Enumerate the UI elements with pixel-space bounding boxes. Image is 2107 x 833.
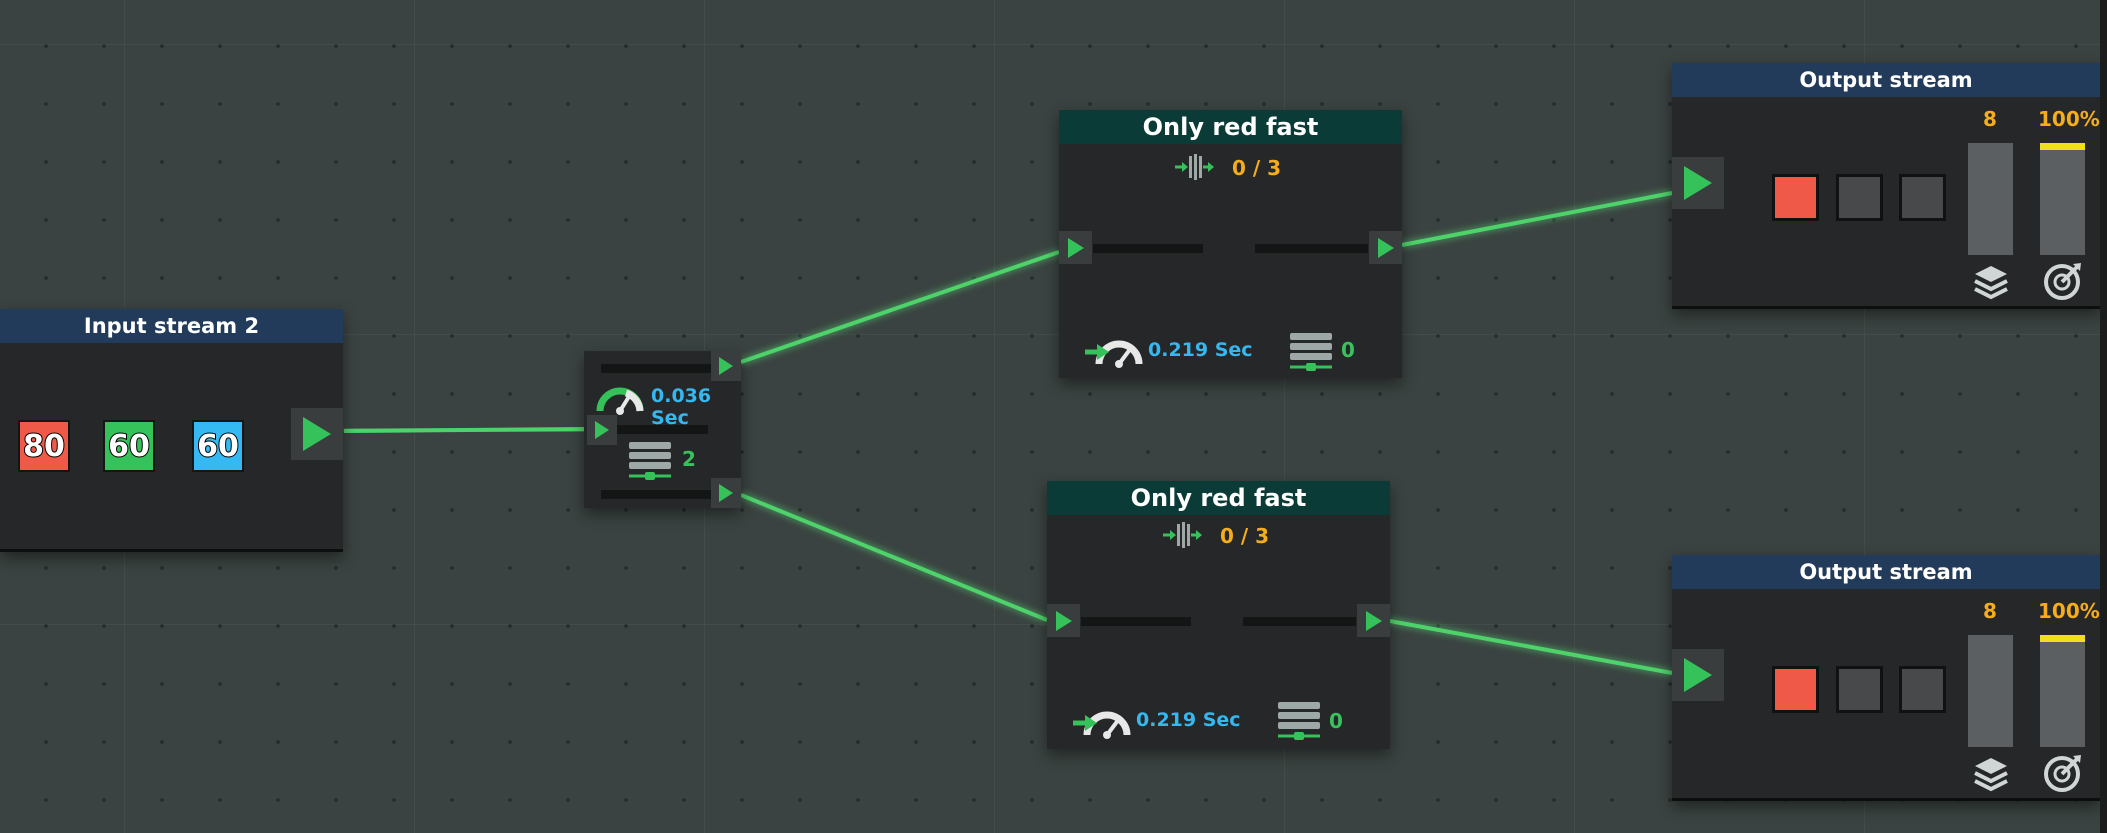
input-stream-node[interactable]: Input stream 2 80 60 60 — [0, 309, 343, 552]
value-chip-green: 60 — [103, 420, 155, 472]
filter-counter: 0 / 3 — [1220, 524, 1270, 548]
output-item-count: 8 — [1983, 107, 1997, 131]
output-stream-title: Output stream — [1672, 63, 2100, 97]
output-node-input-port[interactable] — [1672, 157, 1724, 209]
play-icon — [1684, 166, 1712, 200]
output-slot-3 — [1899, 174, 1946, 221]
play-icon — [1067, 237, 1084, 258]
filter-lane-right — [1255, 244, 1368, 253]
node-bottom-border — [0, 549, 343, 552]
arrow-barrier-icon — [1163, 522, 1202, 548]
speedometer-icon — [596, 387, 644, 415]
play-icon — [595, 421, 609, 439]
filter-lane-left — [1093, 244, 1203, 253]
output-port[interactable] — [291, 408, 343, 460]
layers-icon — [1974, 266, 2008, 300]
output-percent: 100% — [2038, 599, 2100, 623]
node-bottom-border — [1672, 798, 2100, 801]
output-slot-1 — [1772, 666, 1819, 713]
target-icon — [2044, 755, 2081, 792]
wire-splitter-to-filter-top — [739, 247, 1061, 367]
output-progress-bar — [2040, 143, 2085, 255]
queue-stack-icon — [1278, 702, 1320, 740]
wire-splitter-to-filter-bottom — [739, 490, 1049, 625]
splitter-lane-top — [601, 364, 711, 373]
filter-input-port[interactable] — [1047, 604, 1080, 637]
output-progress-bar — [2040, 635, 2085, 747]
wire-input-to-splitter — [343, 424, 591, 436]
output-slot-1 — [1772, 174, 1819, 221]
filter-queue-count: 0 — [1341, 338, 1355, 362]
filter-input-port[interactable] — [1059, 231, 1092, 264]
splitter-output-port-bottom[interactable] — [711, 478, 741, 508]
input-stream-title: Input stream 2 — [0, 309, 343, 343]
filter-lane-left — [1081, 617, 1191, 626]
output-slot-2 — [1836, 666, 1883, 713]
play-icon — [1055, 610, 1072, 631]
arrow-barrier-icon — [1175, 154, 1214, 180]
splitter-lane-bottom — [601, 490, 711, 499]
value-chip-blue: 60 — [192, 420, 244, 472]
queue-stack-icon — [1290, 333, 1332, 371]
output-stream-title: Output stream — [1672, 555, 2100, 589]
splitter-output-port-top[interactable] — [711, 351, 741, 381]
play-icon — [303, 417, 331, 451]
output-count-bar — [1968, 143, 2013, 255]
canvas-right-edge — [2100, 0, 2107, 833]
splitter-input-port[interactable] — [587, 415, 617, 445]
output-progress-fill — [2040, 143, 2085, 150]
target-icon — [2044, 263, 2081, 300]
filter-node-bottom[interactable]: Only red fast 0 / 3 0.219 Sec 0 — [1047, 481, 1390, 749]
play-icon — [1365, 610, 1382, 631]
output-progress-fill — [2040, 635, 2085, 642]
output-count-bar — [1968, 635, 2013, 747]
filter-node-top[interactable]: Only red fast 0 / 3 0.219 Sec 0 — [1059, 110, 1402, 378]
output-slot-3 — [1899, 666, 1946, 713]
play-icon — [719, 357, 733, 375]
wire-filter-bottom-to-output-bottom — [1389, 616, 1673, 678]
splitter-node[interactable]: 0.036 Sec 2 — [584, 351, 741, 508]
filter-title: Only red fast — [1047, 481, 1390, 515]
output-item-count: 8 — [1983, 599, 1997, 623]
output-slot-2 — [1836, 174, 1883, 221]
output-stream-node-top[interactable]: Output stream 8 100% — [1672, 63, 2100, 309]
filter-time: 0.219 Sec — [1148, 339, 1253, 361]
output-stream-node-bottom[interactable]: Output stream 8 100% — [1672, 555, 2100, 801]
play-icon — [719, 484, 733, 502]
speedometer-icon — [1085, 340, 1143, 368]
filter-output-port[interactable] — [1369, 231, 1402, 264]
filter-counter: 0 / 3 — [1232, 156, 1282, 180]
output-percent: 100% — [2038, 107, 2100, 131]
splitter-queue-count: 2 — [682, 447, 696, 471]
play-icon — [1377, 237, 1394, 258]
speedometer-icon — [1073, 711, 1131, 739]
filter-lane-right — [1243, 617, 1356, 626]
play-icon — [1684, 658, 1712, 692]
filter-title: Only red fast — [1059, 110, 1402, 144]
filter-output-port[interactable] — [1357, 604, 1390, 637]
layers-icon — [1974, 758, 2008, 792]
splitter-time: 0.036 Sec — [651, 385, 712, 429]
splitter-lane-middle — [617, 425, 708, 434]
filter-queue-count: 0 — [1329, 709, 1343, 733]
value-chip-red: 80 — [18, 420, 70, 472]
filter-time: 0.219 Sec — [1136, 709, 1241, 731]
wire-filter-top-to-output-top — [1401, 188, 1673, 250]
node-bottom-border — [1672, 306, 2100, 309]
queue-stack-icon — [629, 442, 671, 480]
output-node-input-port[interactable] — [1672, 649, 1724, 701]
